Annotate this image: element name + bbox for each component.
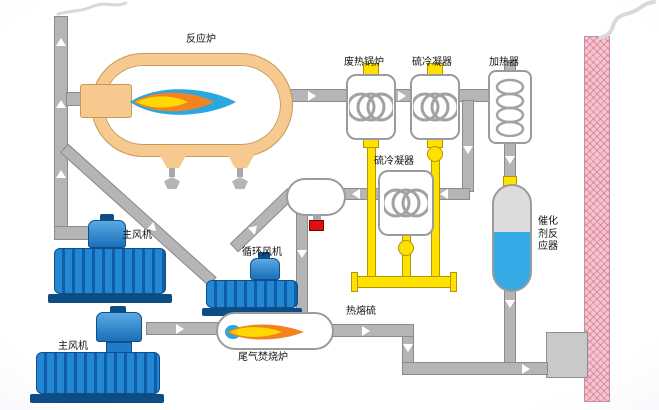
main-blower-lower-base: [30, 394, 164, 403]
sulfur-collector-cap-left: [351, 272, 358, 292]
furnace-drain-funnel: [226, 152, 256, 168]
condenser2-seal-pot: [398, 240, 414, 256]
main-blower-lower-cap: [110, 306, 126, 314]
flow-arrow: [176, 324, 184, 334]
waste-heat-boiler-vessel: [346, 74, 396, 140]
burner-block: [80, 84, 132, 118]
flow-arrow: [248, 221, 261, 235]
vent-pipe: [54, 16, 68, 234]
flow-arrow: [308, 91, 316, 101]
heater-vessel: [488, 70, 532, 144]
catalyst-reactor-label: 催化剂反应器: [538, 216, 558, 252]
flow-arrow: [56, 38, 66, 46]
main-blower-upper-base: [48, 294, 172, 303]
tail-gas-incinerator-label: 尾气焚烧炉: [238, 352, 288, 363]
flow-arrow: [522, 364, 530, 374]
main-blower-upper-body: [54, 248, 166, 294]
flow-arrow: [398, 91, 406, 101]
sulfur-condenser-mid-vessel: [378, 170, 434, 236]
flow-arrow: [440, 189, 448, 199]
flow-arrow: [505, 300, 515, 308]
flow-arrow: [56, 170, 66, 178]
flow-arrow: [403, 344, 413, 352]
furnace-flame-icon: [130, 89, 236, 115]
sulfur-condenser-top-vessel: [410, 74, 460, 140]
molten-sulfur-label: 热熔硫: [346, 306, 376, 317]
flow-arrow: [362, 326, 370, 336]
drain-valve: [309, 220, 324, 231]
sulfur-collector-pipe: [356, 276, 452, 288]
flow-arrow: [352, 189, 360, 199]
reaction-furnace-label: 反应炉: [186, 34, 216, 45]
main-blower-upper-cap: [100, 214, 114, 222]
main-blower-lower-motor: [96, 312, 142, 342]
circulation-blower-label: 循环风机: [242, 247, 282, 258]
furnace-drain-nozzle: [164, 177, 180, 189]
coil-icon: [495, 78, 525, 137]
furnace-drain-stem: [169, 168, 175, 177]
main-blower-lower-body: [36, 352, 160, 394]
incinerator-flame-icon: [225, 324, 304, 340]
heater-label: 加热器: [489, 57, 519, 68]
furnace-drain-stem: [237, 168, 243, 177]
flow-arrow: [463, 146, 473, 154]
coil-icon: [349, 92, 393, 122]
catalyst-reactor-vessel: [492, 184, 532, 292]
furnace-drain-funnel: [158, 152, 188, 168]
seal-drum-vessel: [286, 178, 346, 216]
sulfur-condenser-mid-label: 硫冷凝器: [374, 156, 414, 167]
stack-smoke-icon: [598, 0, 656, 40]
flow-arrow: [56, 100, 66, 108]
waste-heat-boiler-label: 废热锅炉: [344, 57, 384, 68]
condenser1-seal-pot: [427, 146, 443, 162]
exhaust-stack: [584, 36, 610, 402]
circulation-blower-body: [206, 280, 298, 308]
flow-arrow: [297, 250, 307, 258]
flow-arrow: [505, 156, 515, 164]
circulation-blower-cap: [258, 252, 270, 259]
sulfur-collector-cap-right: [450, 272, 457, 292]
vent-smoke-icon: [56, 1, 128, 16]
tail-gas-incinerator-vessel: [216, 312, 334, 350]
main-blower-upper-motor: [88, 220, 126, 248]
bottom-run-pipe: [402, 362, 548, 375]
main-blower-upper-label: 主风机: [122, 230, 152, 241]
drum-valve-stem: [313, 214, 321, 221]
circulation-blower-motor: [250, 258, 280, 280]
sulfur-condenser-top-label: 硫冷凝器: [412, 57, 452, 68]
coil-icon: [413, 92, 457, 122]
furnace-drain-nozzle: [232, 177, 248, 189]
stack-inlet-box: [546, 332, 588, 378]
coil-icon: [384, 188, 428, 218]
main-blower-lower-label: 主风机: [58, 341, 88, 352]
